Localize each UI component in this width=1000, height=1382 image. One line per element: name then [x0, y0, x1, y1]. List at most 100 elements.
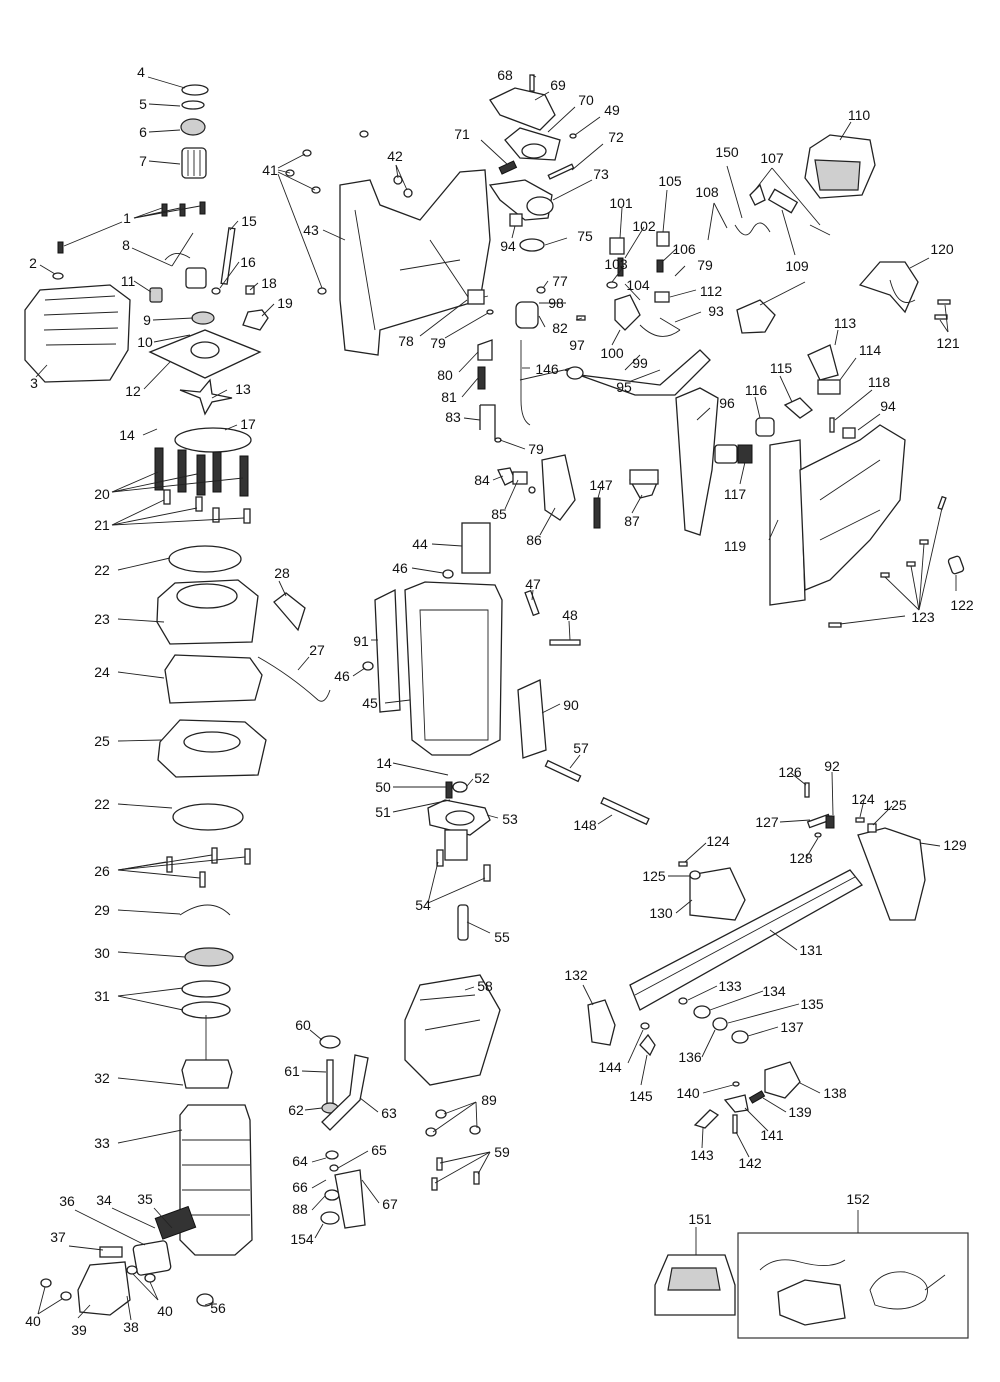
callout-91: 91 [353, 633, 369, 649]
callout-22b: 22 [94, 796, 110, 812]
callout-53: 53 [502, 811, 518, 827]
callout-148: 148 [573, 817, 597, 833]
callout-14b: 14 [376, 755, 392, 771]
callout-87: 87 [624, 513, 640, 529]
callout-106: 106 [672, 241, 696, 257]
callout-3: 3 [30, 375, 38, 391]
callout-95: 95 [616, 379, 632, 395]
callout-36: 36 [59, 1193, 75, 1209]
callout-125b: 125 [642, 868, 666, 884]
callout-93: 93 [708, 303, 724, 319]
callout-137: 137 [780, 1019, 804, 1035]
callout-9: 9 [143, 312, 151, 328]
callout-47: 47 [525, 576, 541, 592]
callout-66: 66 [292, 1179, 308, 1195]
callout-70: 70 [578, 92, 594, 108]
callout-73: 73 [593, 166, 609, 182]
callout-109: 109 [785, 258, 809, 274]
callout-107: 107 [760, 150, 784, 166]
callout-96: 96 [719, 395, 735, 411]
callout-5: 5 [139, 96, 147, 112]
callout-124a: 124 [851, 791, 875, 807]
callout-69: 69 [550, 77, 566, 93]
callout-30: 30 [94, 945, 110, 961]
callout-4: 4 [137, 64, 145, 80]
callout-40a: 40 [25, 1313, 41, 1329]
callout-81: 81 [441, 389, 457, 405]
leader-lines [35, 74, 957, 1321]
callout-102: 102 [632, 218, 656, 234]
callout-97: 97 [569, 337, 585, 353]
callout-71: 71 [454, 126, 470, 142]
callout-38: 38 [123, 1319, 139, 1335]
callout-154: 154 [290, 1231, 314, 1247]
callout-17: 17 [240, 416, 256, 432]
callout-89: 89 [481, 1092, 497, 1108]
callout-113: 113 [834, 315, 857, 331]
callout-24: 24 [94, 664, 110, 680]
callout-94b: 94 [880, 398, 896, 414]
callout-22a: 22 [94, 562, 110, 578]
callout-21: 21 [94, 517, 110, 533]
callout-29: 29 [94, 902, 110, 918]
callout-108: 108 [695, 184, 719, 200]
callout-79c: 79 [697, 257, 713, 273]
callout-64: 64 [292, 1153, 308, 1169]
callout-28: 28 [274, 565, 290, 581]
callout-50: 50 [375, 779, 391, 795]
callout-16: 16 [240, 254, 256, 270]
callout-34: 34 [96, 1192, 112, 1208]
callout-51: 51 [375, 804, 391, 820]
callout-146: 146 [535, 361, 559, 377]
callout-124b: 124 [706, 833, 730, 849]
callout-10: 10 [137, 334, 153, 350]
callout-103: 103 [604, 256, 628, 272]
callout-143: 143 [690, 1147, 714, 1163]
callout-56: 56 [210, 1300, 226, 1316]
callout-140: 140 [676, 1085, 700, 1101]
callout-131: 131 [799, 942, 823, 958]
callout-20: 20 [94, 486, 110, 502]
callout-126: 126 [778, 764, 802, 780]
callout-78: 78 [398, 333, 414, 349]
callout-86: 86 [526, 532, 542, 548]
callout-100: 100 [600, 345, 624, 361]
callout-94a: 94 [500, 238, 516, 254]
callout-92: 92 [824, 758, 840, 774]
callout-138: 138 [823, 1085, 847, 1101]
callout-141: 141 [760, 1127, 784, 1143]
callout-35: 35 [137, 1191, 153, 1207]
callout-33: 33 [94, 1135, 110, 1151]
callout-90: 90 [563, 697, 579, 713]
callout-101: 101 [609, 195, 633, 211]
callout-59: 59 [494, 1144, 510, 1160]
callout-128: 128 [789, 850, 813, 866]
callout-labels: 4 5 6 7 1 15 8 2 16 11 18 19 9 10 3 12 1… [25, 64, 974, 1338]
callout-18: 18 [261, 275, 277, 291]
callout-123: 123 [911, 609, 935, 625]
callout-63: 63 [381, 1105, 397, 1121]
callout-115: 115 [770, 360, 793, 376]
callout-88: 88 [292, 1201, 308, 1217]
callout-99: 99 [632, 355, 648, 371]
callout-136: 136 [678, 1049, 702, 1065]
callout-150: 150 [715, 144, 739, 160]
callout-8: 8 [122, 237, 130, 253]
part-shapes [24, 74, 969, 1339]
callout-75: 75 [577, 228, 593, 244]
callout-48: 48 [562, 607, 578, 623]
callout-26: 26 [94, 863, 110, 879]
callout-14: 14 [119, 427, 135, 443]
callout-27: 27 [309, 642, 325, 658]
callout-62: 62 [288, 1102, 304, 1118]
callout-80: 80 [437, 367, 453, 383]
callout-11: 11 [121, 273, 136, 289]
callout-82: 82 [552, 320, 568, 336]
callout-72: 72 [608, 129, 624, 145]
callout-114: 114 [859, 342, 882, 358]
callout-130: 130 [649, 905, 673, 921]
callout-79b: 79 [528, 441, 544, 457]
callout-84: 84 [474, 472, 490, 488]
callout-125a: 125 [883, 797, 907, 813]
